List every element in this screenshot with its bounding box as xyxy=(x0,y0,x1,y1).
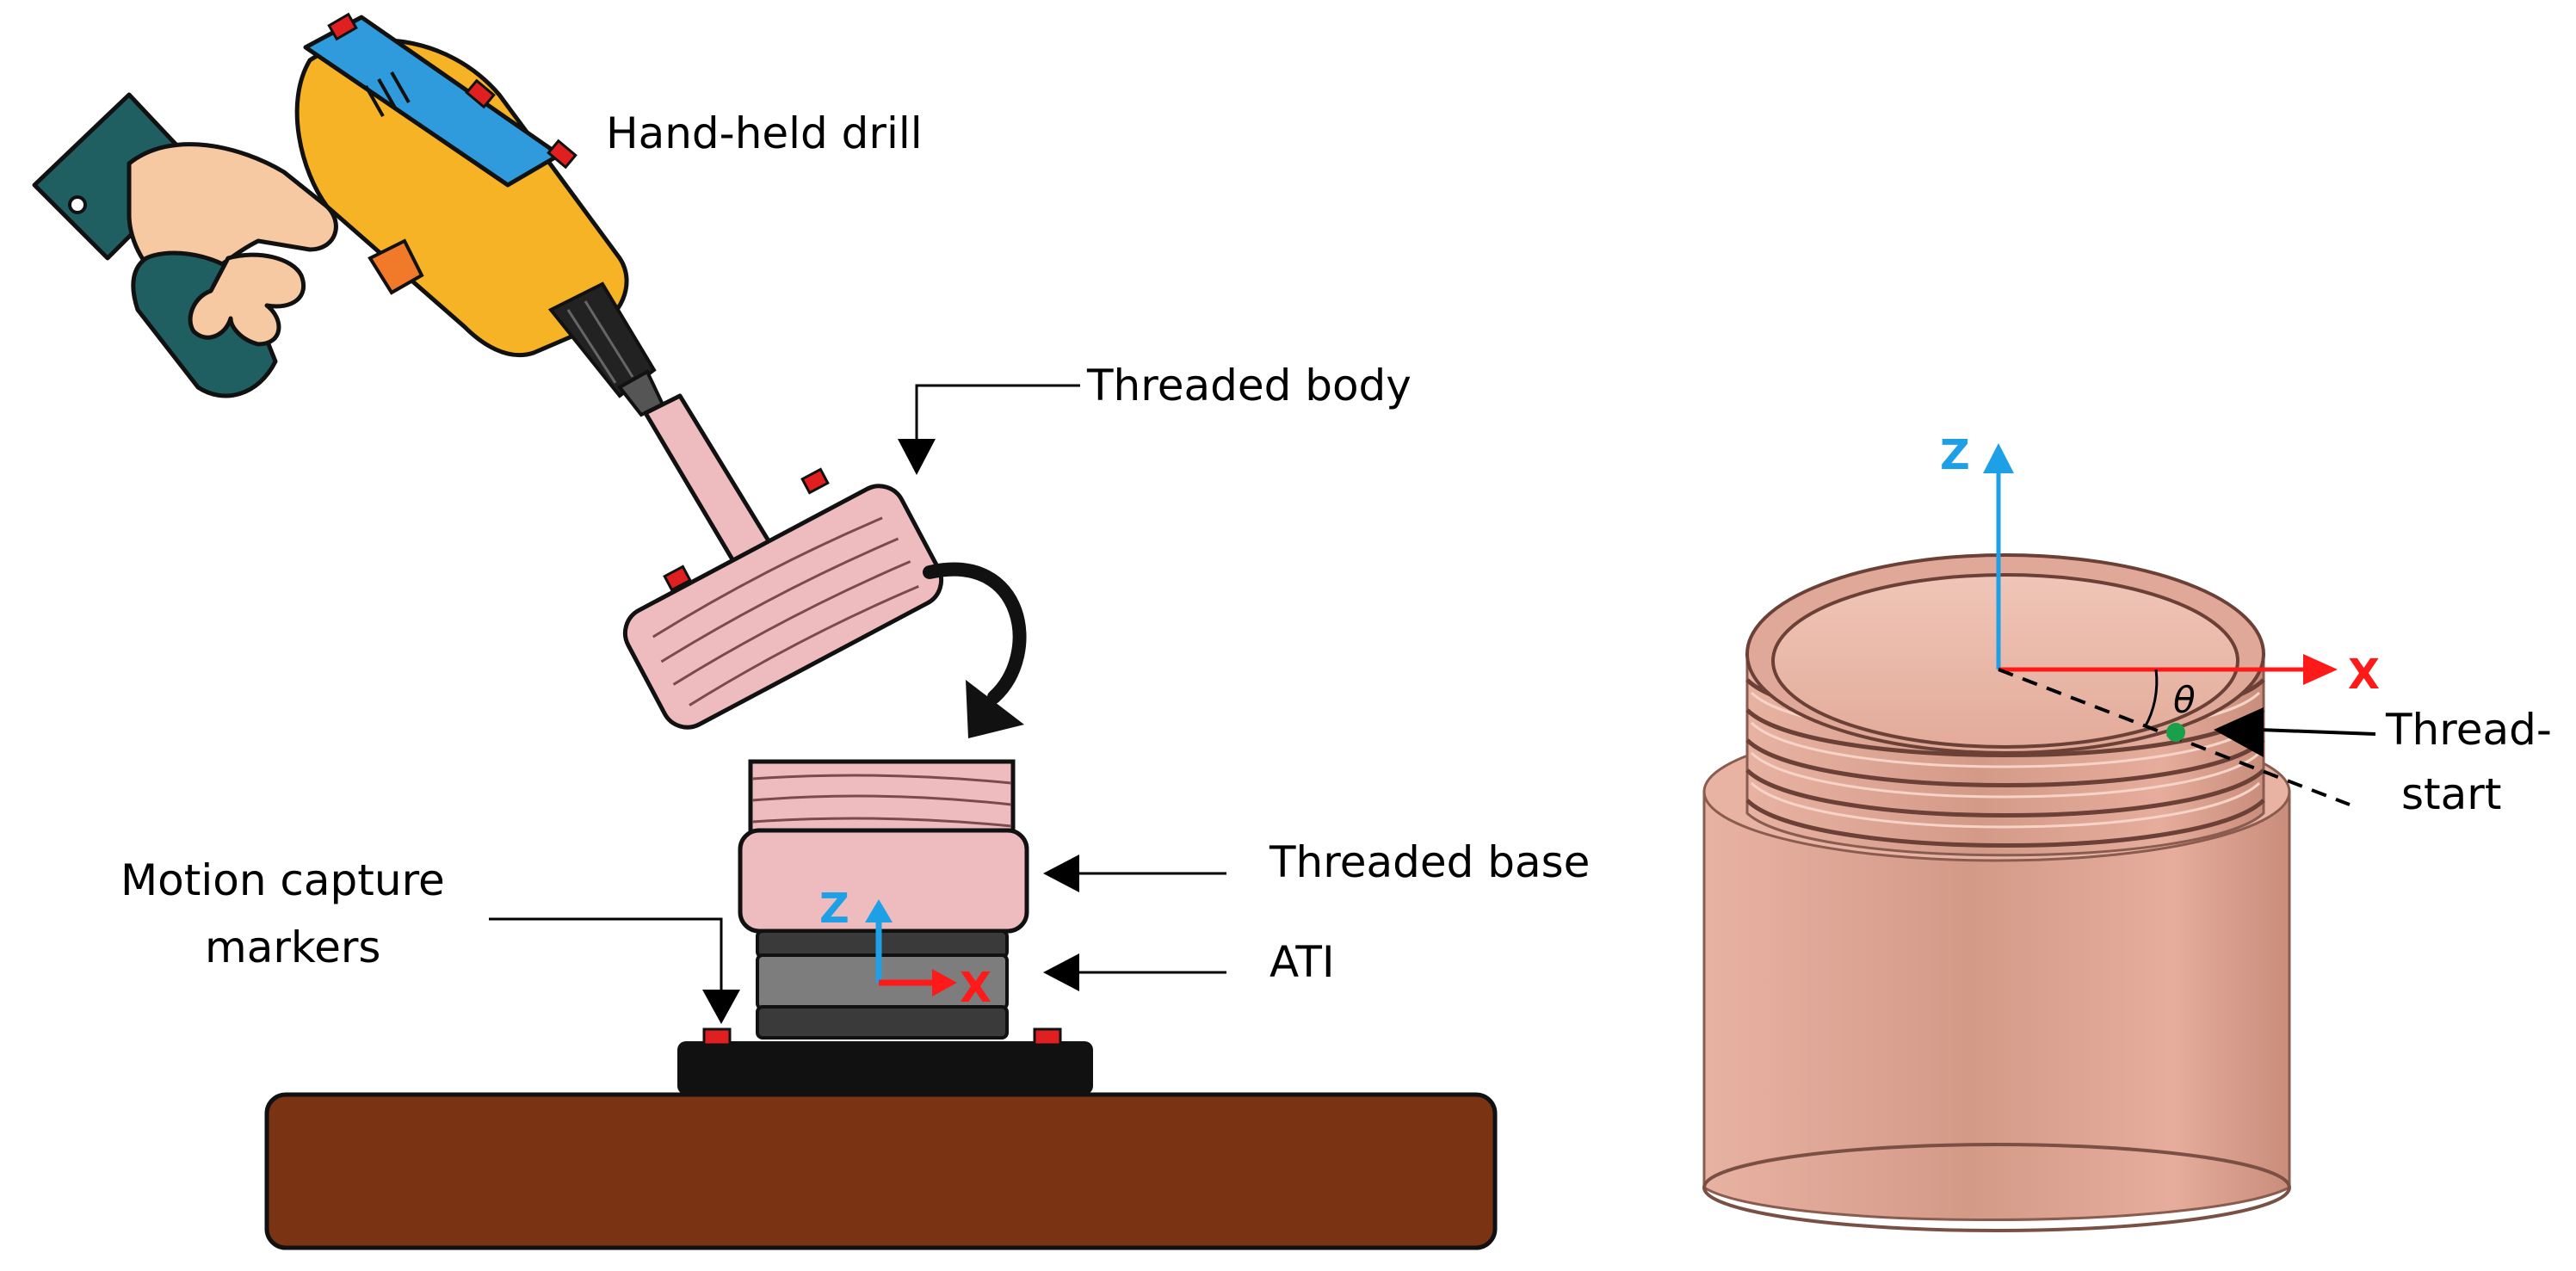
base-z-label: Z xyxy=(819,885,849,933)
cylinder-opening xyxy=(1771,573,2239,749)
threaded-body-head xyxy=(622,484,944,730)
label-threaded-body: Threaded body xyxy=(1086,361,1412,410)
label-markers-line2: markers xyxy=(205,922,380,972)
leader-ati xyxy=(1043,953,1226,991)
drill-marker-3 xyxy=(547,139,578,170)
drill-trigger xyxy=(368,238,424,295)
table xyxy=(264,1092,1498,1250)
leader-threaded-base xyxy=(1043,855,1226,892)
mount-marker-left xyxy=(702,1027,732,1046)
theta-arc xyxy=(2143,669,2159,728)
threaded-cylinder-render xyxy=(1702,553,2291,1232)
right-z-label: Z xyxy=(1940,431,1970,479)
base-x-label: X xyxy=(960,964,991,1012)
threaded-base-assembly: Z X xyxy=(677,759,1093,1095)
cylinder-body xyxy=(1702,790,2291,1221)
rotation-arrow xyxy=(923,562,1027,738)
mount-marker-right xyxy=(1033,1027,1062,1046)
cylinder-bottom-ring xyxy=(1702,1143,2291,1232)
label-ati: ATI xyxy=(1269,937,1335,987)
drill-vents xyxy=(364,71,411,117)
fingers xyxy=(188,252,306,347)
label-threaded-base: Threaded base xyxy=(1269,837,1590,887)
ati-sensor-top xyxy=(756,929,1009,959)
threaded-body-shaft xyxy=(643,393,777,572)
label-thread-start-line2: start xyxy=(2401,769,2501,819)
right-x-label: X xyxy=(2348,651,2380,699)
thread-start-dot xyxy=(2166,723,2185,742)
ati-sensor-bottom xyxy=(756,1005,1009,1040)
leader-markers xyxy=(489,917,740,1024)
label-thread-start-line1: Thread- xyxy=(2385,705,2552,755)
body-marker-1 xyxy=(663,565,692,592)
leader-thread-start xyxy=(2214,707,2376,757)
right-axes: Z X θ xyxy=(1940,431,2380,806)
label-markers-line1: Motion capture xyxy=(120,855,445,905)
hand-held-drill-illustration xyxy=(32,12,665,417)
threaded-body-threads xyxy=(652,516,919,706)
theta-label: θ xyxy=(2173,679,2196,721)
label-hand-held-drill: Hand-held drill xyxy=(606,108,923,158)
leader-threaded-body xyxy=(898,384,1080,475)
body-marker-2 xyxy=(800,467,830,495)
drill-marker-1 xyxy=(327,12,358,41)
cuff-button xyxy=(68,195,87,214)
threaded-body xyxy=(622,393,944,730)
drill-marker-2 xyxy=(465,78,496,109)
mount-plate xyxy=(677,1041,1093,1095)
